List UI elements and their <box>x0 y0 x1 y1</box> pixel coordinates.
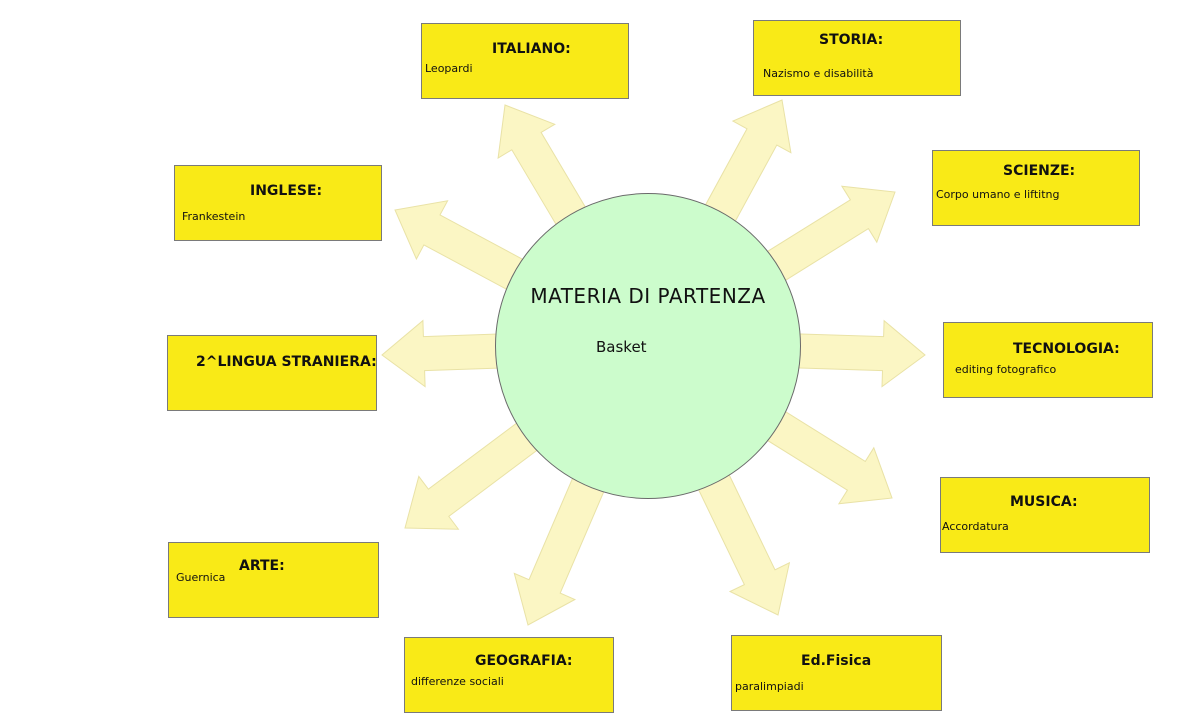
box-lingua2-title: 2^LINGUA STRANIERA: <box>196 354 377 370</box>
center-title: MATERIA DI PARTENZA <box>530 284 766 308</box>
box-scienze-title: SCIENZE: <box>1003 163 1076 179</box>
box-tecnologia-title: TECNOLOGIA: <box>1013 341 1120 357</box>
box-lingua2: 2^LINGUA STRANIERA: <box>167 335 377 411</box>
box-geografia-note: differenze sociali <box>411 675 504 688</box>
box-italiano-title: ITALIANO: <box>492 41 571 57</box>
center-node: MATERIA DI PARTENZA Basket <box>495 193 801 499</box>
box-tecnologia-note: editing fotografico <box>955 363 1057 376</box>
box-italiano-note: Leopardi <box>425 62 473 75</box>
box-tecnologia: TECNOLOGIA: editing fotografico <box>943 322 1153 398</box>
box-storia-note: Nazismo e disabilità <box>763 67 874 80</box>
box-inglese-title: INGLESE: <box>250 183 323 199</box>
box-arte: ARTE: Guernica <box>168 542 379 618</box>
box-arte-title: ARTE: <box>239 558 285 574</box>
box-geografia: GEOGRAFIA: differenze sociali <box>404 637 614 713</box>
box-edfisica: Ed.Fisica paralimpiadi <box>731 635 942 711</box>
box-musica-title: MUSICA: <box>1010 494 1078 510</box>
box-edfisica-note: paralimpiadi <box>735 680 804 693</box>
box-musica: MUSICA: Accordatura <box>940 477 1150 553</box>
box-geografia-title: GEOGRAFIA: <box>475 653 573 669</box>
box-italiano: ITALIANO: Leopardi <box>421 23 629 99</box>
box-edfisica-title: Ed.Fisica <box>801 653 872 669</box>
box-scienze-note: Corpo umano e liftitng <box>936 188 1060 201</box>
box-storia-title: STORIA: <box>819 32 884 48</box>
box-inglese-note: Frankestein <box>182 210 246 223</box>
box-scienze: SCIENZE: Corpo umano e liftitng <box>932 150 1140 226</box>
box-inglese: INGLESE: Frankestein <box>174 165 382 241</box>
box-storia: STORIA: Nazismo e disabilità <box>753 20 961 96</box>
box-arte-note: Guernica <box>176 571 226 584</box>
center-subtitle: Basket <box>596 338 647 356</box>
box-musica-note: Accordatura <box>942 520 1009 533</box>
